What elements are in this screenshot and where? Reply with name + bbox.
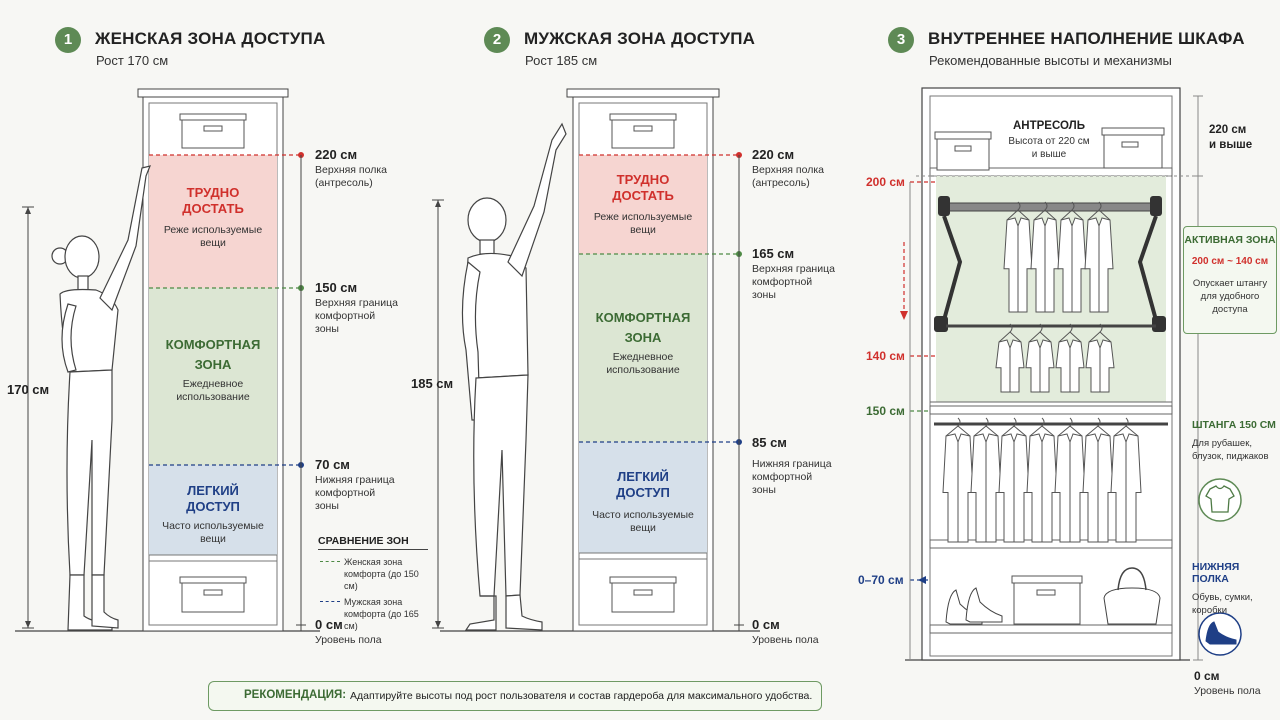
male-height-scale: [432, 199, 444, 629]
hanging-clothes-upper: [1003, 201, 1114, 313]
inner-left-scale: [900, 175, 1198, 660]
male-comfort-zone: [579, 254, 707, 442]
female-wardrobe: [137, 88, 306, 632]
female-height-label: 170 см: [7, 382, 50, 397]
man-figure: [461, 122, 567, 631]
mezzanine-label: АНТРЕСОЛЬ Высота от 220 см и выше: [1008, 120, 1090, 160]
panel3-title: ВНУТРЕННЕЕ НАПОЛНЕНИЕ ШКАФА: [928, 29, 1245, 48]
female-mark-220-note: Верхняя полка(антресоль): [315, 164, 387, 189]
inner-wardrobe: [921, 87, 1181, 661]
legend-female-swatch: [320, 561, 340, 562]
panel1-subtitle: Рост 170 см: [96, 53, 169, 68]
male-easy-zone: [579, 442, 707, 553]
panel1-title: ЖЕНСКАЯ ЗОНА ДОСТУПА: [95, 29, 326, 48]
inner-mark-0-70: 0–70 см: [858, 573, 904, 587]
female-comfort-zone: [149, 288, 277, 465]
high-heel-icon: [1198, 612, 1242, 656]
recommendation-label: РЕКОМЕНДАЦИЯ:: [244, 689, 347, 701]
female-height-scale: [22, 206, 34, 629]
male-mark-0: 0 см: [752, 617, 780, 632]
legend-male-swatch: [320, 601, 340, 602]
male-hard-zone: [579, 155, 707, 254]
male-mark-0-note: Уровень пола: [752, 634, 819, 646]
male-mark-220-note: Верхняя полка(антресоль): [752, 164, 824, 189]
active-zone-card: АКТИВНАЯ ЗОНА 200 см ~ 140 см Опускает ш…: [1183, 226, 1277, 334]
hanging-clothes-lower: [942, 417, 1142, 543]
legend-title: СРАВНЕНИЕ ЗОН: [318, 535, 428, 550]
panel3-subtitle: Рекомендованные высоты и механизмы: [929, 53, 1172, 68]
male-mark-220: 220 см: [752, 147, 795, 162]
male-mark-85: 85 см: [752, 435, 787, 450]
shirt-icon: [1198, 478, 1242, 522]
inner-mark-140: 140 см: [866, 349, 905, 363]
male-wardrobe: [566, 88, 744, 632]
panel2-title: МУЖСКАЯ ЗОНА ДОСТУПА: [524, 29, 756, 48]
woman-figure: [51, 165, 151, 631]
recommendation-text: Адаптируйте высоты под рост пользователя…: [350, 690, 813, 702]
panel2-number-badge: 2: [484, 27, 510, 53]
arrow-left-icon: [918, 576, 926, 584]
male-mark-165: 165 см: [752, 246, 795, 261]
male-height-label: 185 см: [411, 376, 454, 391]
female-mark-150: 150 см: [315, 280, 358, 295]
female-mark-0: 0 см: [315, 617, 343, 632]
panel3-number-badge: 3: [888, 27, 914, 53]
rod-150-label: ШТАНГА 150 СМ Для рубашек, блузок, пиджа…: [1192, 419, 1276, 462]
inner-mark-150: 150 см: [866, 404, 905, 418]
female-mark-220: 220 см: [315, 147, 358, 162]
panel1-number-badge: 1: [55, 27, 81, 53]
female-hard-zone: [149, 155, 277, 288]
bottom-shelf-label: НИЖНЯЯ ПОЛКА Обувь, сумки, коробки: [1192, 561, 1253, 616]
panel2-subtitle: Рост 185 см: [525, 53, 598, 68]
female-mark-70: 70 см: [315, 457, 350, 472]
female-mark-0-note: Уровень пола: [315, 634, 382, 646]
female-easy-zone: [149, 465, 277, 555]
inner-mark-200: 200 см: [866, 175, 905, 189]
inner-floor-label: 0 см Уровень пола: [1194, 669, 1261, 697]
inner-right-scale: [1193, 95, 1203, 661]
hanging-clothes-middle: [995, 323, 1115, 393]
recommendation-box: [208, 681, 822, 711]
